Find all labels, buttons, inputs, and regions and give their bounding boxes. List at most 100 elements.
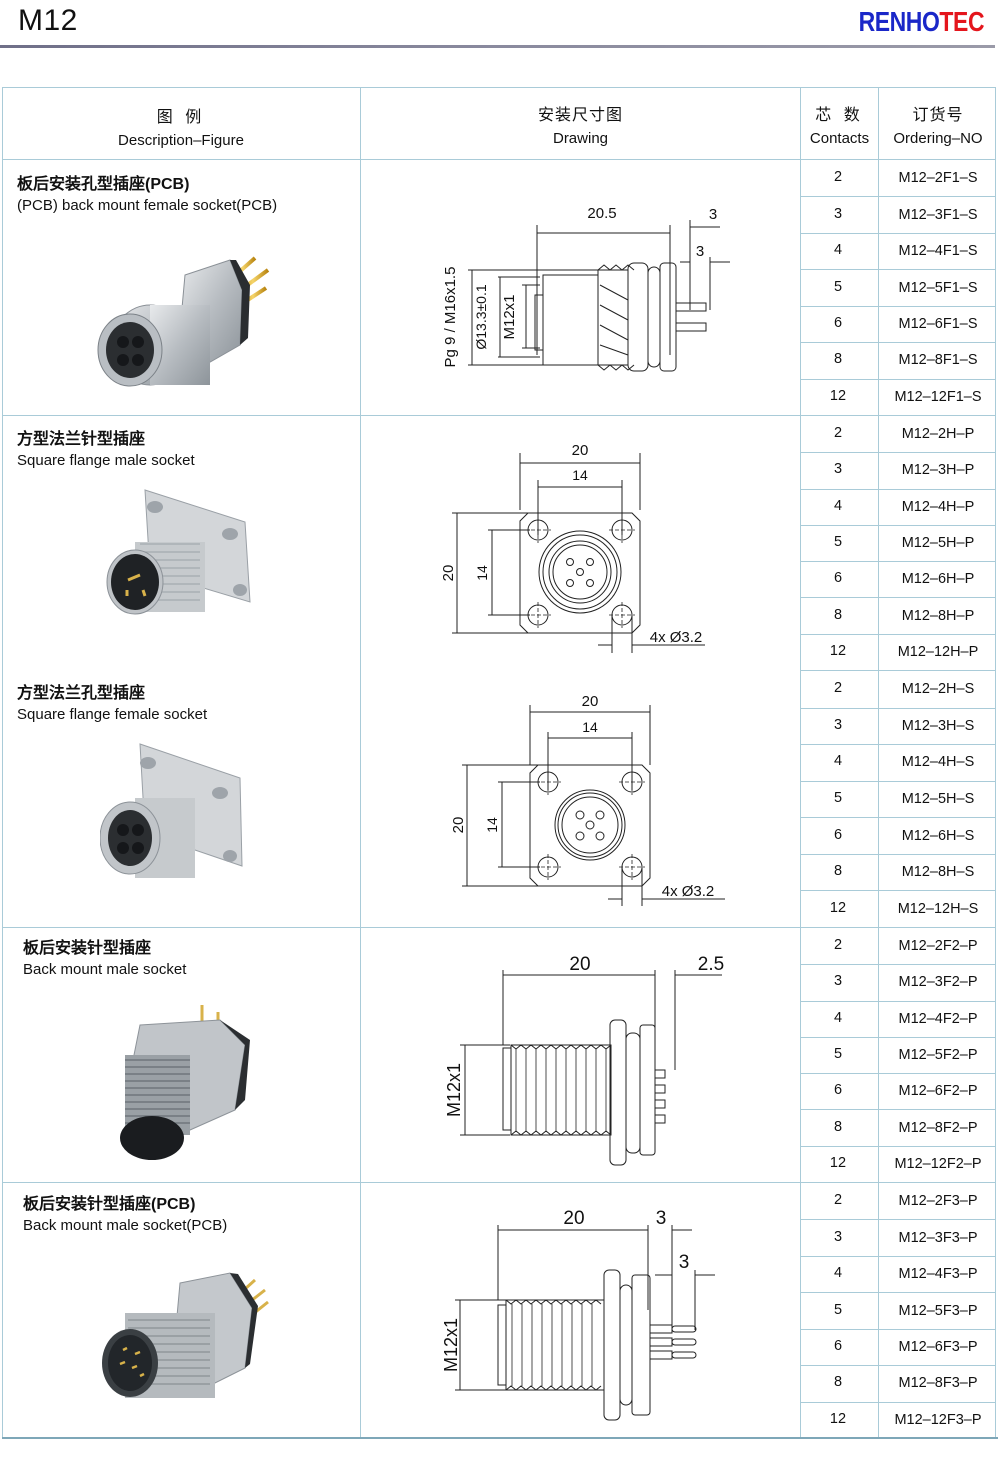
ordering-no-cell: M12–2F1–S: [898, 170, 978, 187]
row-divider: [800, 489, 996, 490]
column-header-en: Contacts: [809, 130, 870, 147]
row-divider: [800, 379, 996, 380]
ordering-no-cell: M12–2F3–P: [898, 1193, 978, 1210]
section-description: 方型法兰针型插座 Square flange male socket: [17, 429, 195, 471]
svg-text:Pg 9 / M16x1.5: Pg 9 / M16x1.5: [442, 267, 459, 368]
contacts-cell: 4: [833, 497, 843, 514]
row-divider: [800, 1001, 996, 1002]
row-divider: [800, 708, 996, 709]
ordering-no-cell: M12–6F1–S: [898, 315, 978, 332]
section-title-en: Back mount male socket(PCB): [23, 1217, 228, 1234]
brand-logo-part1: RENHO: [858, 6, 940, 37]
contacts-cell: 8: [833, 606, 843, 623]
section-title-cn: 板后安装孔型插座(PCB): [17, 176, 190, 193]
row-divider: [800, 1073, 996, 1074]
row-divider: [800, 1109, 996, 1110]
back-mount-male-socket-photo: [120, 1005, 250, 1160]
section-divider: [2, 415, 996, 416]
contacts-cell: 12: [829, 899, 847, 916]
section-divider: [800, 670, 996, 671]
ordering-no-cell: M12–3H–P: [901, 462, 975, 479]
svg-text:3: 3: [709, 206, 717, 223]
contacts-cell: 8: [833, 1118, 843, 1135]
column-header-en: Drawing: [552, 130, 609, 147]
contacts-cell: 2: [833, 169, 843, 186]
row-divider: [800, 1146, 996, 1147]
back-mount-male-side-drawing: 20 2.5 M12x1: [444, 954, 724, 1166]
svg-text:2.5: 2.5: [698, 954, 724, 975]
svg-text:M12x1: M12x1: [444, 1063, 464, 1117]
contacts-cell: 8: [833, 351, 843, 368]
section-divider: [2, 1182, 996, 1183]
ordering-no-cell: M12–6H–P: [901, 571, 975, 588]
contacts-cell: 5: [833, 278, 843, 295]
row-divider: [800, 964, 996, 965]
ordering-no-cell: M12–2H–P: [901, 426, 975, 443]
pcb-female-side-drawing: 20.5 3 3 Pg 9 / M16x1.5 Ø13.3±0.1 M12x1: [442, 205, 730, 372]
svg-text:14: 14: [474, 565, 490, 581]
brand-logo: RENHOTEC: [858, 6, 984, 38]
svg-text:14: 14: [484, 817, 500, 833]
contacts-cell: 6: [833, 314, 843, 331]
row-divider: [800, 1219, 996, 1220]
row-divider: [800, 233, 996, 234]
square-flange-female-socket-photo: [100, 743, 243, 878]
svg-text:20: 20: [572, 442, 589, 459]
contacts-cell: 5: [833, 1046, 843, 1062]
contacts-cell: 4: [833, 1265, 843, 1282]
contacts-cell: 12: [829, 1410, 847, 1427]
contacts-cell: 12: [829, 642, 847, 659]
section-title-cn: 方型法兰针型插座: [17, 431, 146, 448]
ordering-no-cell: M12–4F1–S: [898, 243, 978, 260]
square-flange-male-front-drawing: 20 14 20 14 4x Ø3.2: [440, 442, 705, 653]
contacts-cell: 3: [833, 973, 843, 990]
section-title-cn: 板后安装针型插座(PCB): [23, 1196, 196, 1213]
contacts-cell: 3: [833, 716, 843, 733]
row-divider: [800, 817, 996, 818]
column-header-cn: 订货号: [912, 107, 964, 124]
column-header-ordering-no: 订货号 Ordering–NO: [879, 104, 997, 150]
table-bottom-rule: [2, 1437, 998, 1439]
svg-text:20.5: 20.5: [587, 205, 616, 222]
header-divider: [0, 45, 995, 48]
ordering-no-cell: M12–5H–S: [901, 791, 975, 807]
svg-text:20: 20: [563, 1208, 584, 1229]
svg-text:14: 14: [582, 719, 598, 735]
section-title-cn: 方型法兰孔型插座: [17, 685, 146, 702]
row-divider: [800, 890, 996, 891]
row-divider: [800, 525, 996, 526]
contacts-cell: 8: [833, 863, 843, 880]
row-divider: [800, 634, 996, 635]
ordering-no-cell: M12–8H–P: [901, 607, 975, 624]
row-divider: [800, 781, 996, 782]
ordering-no-cell: M12–12F3–P: [894, 1411, 982, 1428]
column-divider: [800, 87, 801, 1439]
ordering-no-cell: M12–2H–S: [901, 681, 975, 698]
contacts-cell: 8: [833, 1374, 843, 1391]
ordering-no-cell: M12–8F3–P: [898, 1375, 978, 1392]
ordering-no-cell: M12–12H–P: [897, 643, 979, 660]
ordering-no-cell: M12–4H–P: [901, 498, 975, 515]
row-divider: [800, 306, 996, 307]
row-divider: [800, 1256, 996, 1257]
row-divider: [800, 342, 996, 343]
ordering-no-cell: M12–4F3–P: [898, 1266, 978, 1283]
ordering-no-cell: M12–6H–S: [901, 827, 975, 844]
column-divider: [878, 87, 879, 1439]
section-title-en: Square flange female socket: [17, 706, 208, 723]
svg-text:20: 20: [450, 817, 467, 834]
ordering-no-cell: M12–3F1–S: [898, 206, 978, 223]
contacts-cell: 3: [833, 205, 843, 222]
column-header-drawing: 安装尺寸图 Drawing: [361, 104, 800, 150]
svg-text:3: 3: [656, 1208, 667, 1229]
column-header-contacts: 芯 数 Contacts: [801, 104, 878, 150]
ordering-no-cell: M12–5F1–S: [898, 279, 978, 296]
section-title-cn: 板后安装针型插座: [23, 940, 152, 957]
svg-text:4x Ø3.2: 4x Ø3.2: [662, 883, 715, 900]
column-header-description: 图 例 Description–Figure: [2, 106, 360, 152]
page-title: M12: [18, 4, 78, 37]
contacts-cell: 3: [833, 461, 843, 478]
section-title-en: Back mount male socket: [23, 961, 187, 978]
column-header-cn: 芯 数: [815, 107, 864, 124]
ordering-no-cell: M12–4F2–P: [898, 1010, 978, 1027]
